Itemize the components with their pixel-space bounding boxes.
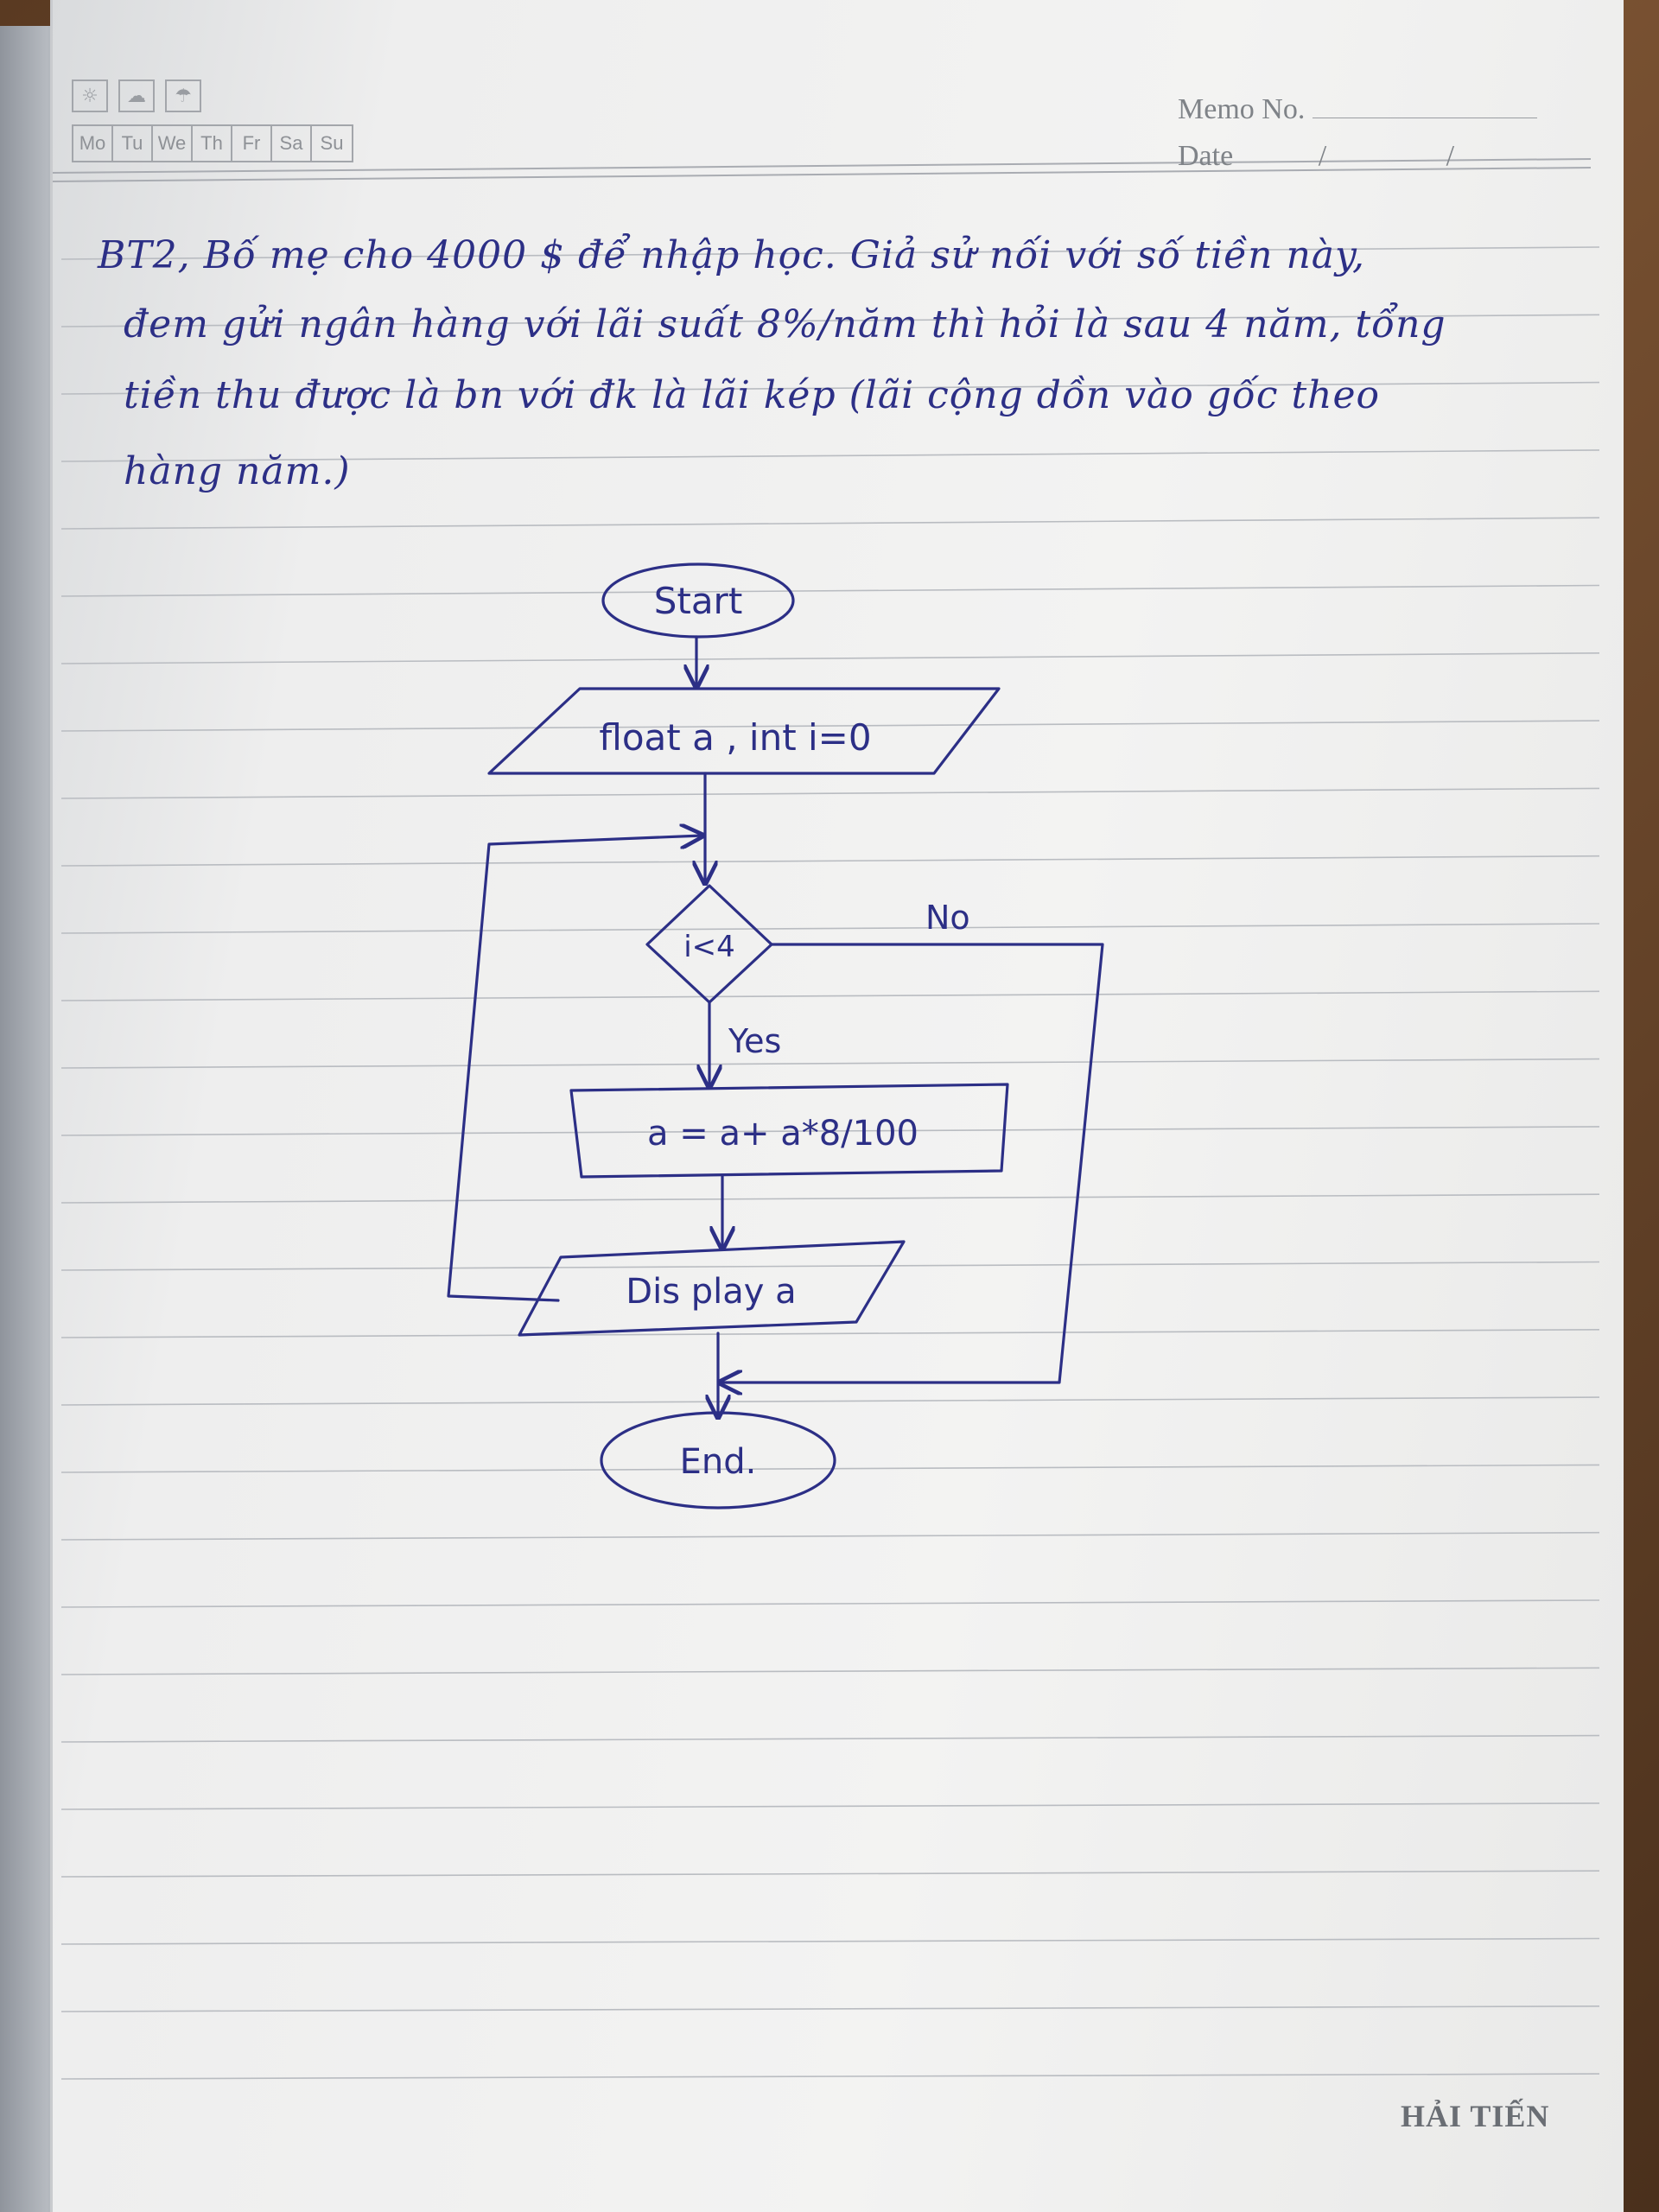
start-terminal [601,563,795,639]
output-parallelogram [518,1240,906,1337]
ruled-line [60,1937,1600,1945]
yes-label: Yes [728,1022,781,1060]
no-branch-arrow [720,943,1104,1382]
ruled-line [60,720,1600,732]
ruled-line [60,855,1600,867]
ruled-line [60,1870,1600,1878]
ruled-line [60,1464,1600,1473]
end-label: End. [680,1442,757,1482]
memo-label: Memo No. [1178,93,1306,125]
ruled-line [60,923,1600,934]
sun-icon: ☼ [72,79,108,112]
ruled-line [60,1396,1600,1406]
ruled-lines [53,158,1600,2080]
ruled-line [60,246,1600,260]
day-th: Th [193,126,232,161]
process-label: a = a+ a*8/100 [647,1114,918,1154]
ruled-line [60,517,1600,530]
process-rectangle [569,1083,1009,1179]
ruled-line [60,449,1600,462]
problem-line-1: BT2, Bố mẹ cho 4000 $ để nhập học. Giả s… [98,233,1366,277]
notebook-page: ☼ ☁ ☂ Mo Tu We Th Fr Sa Su Memo No. Date… [50,0,1624,2212]
loop-back-arrow [447,836,702,1302]
ruled-line [60,1329,1600,1338]
decision-label: i<4 [683,930,735,964]
ruled-line [60,1667,1600,1675]
ruled-line [60,1734,1600,1743]
notebook-brand: HẢI TIẾN [1401,2099,1550,2133]
day-we: We [153,126,193,161]
cloud-icon: ☁ [118,79,155,112]
input-parallelogram [487,687,1001,775]
day-mo: Mo [73,126,113,161]
ruled-line [60,2073,1600,2080]
ruled-line [60,652,1600,664]
ruled-line [60,1802,1600,1810]
date-slash-2: / [1446,140,1455,172]
ruled-line [60,1599,1600,1608]
start-label: Start [654,580,743,622]
day-fr: Fr [232,126,272,161]
ruled-line [60,1531,1600,1541]
ruled-line [60,584,1600,597]
ruled-line [60,2005,1600,2012]
ruled-line [60,1126,1600,1136]
memo-block: Memo No. Date / / [1178,86,1537,180]
umbrella-icon: ☂ [165,79,201,112]
weekday-box: ☼ ☁ ☂ Mo Tu We Th Fr Sa Su [72,79,353,162]
ruled-line [60,381,1600,395]
ruled-line [60,1058,1600,1069]
problem-line-2: đem gửi ngân hàng với lãi suất 8%/năm th… [124,302,1446,346]
flowchart: Start float a , int i=0 i<4 No Yes a = a… [447,563,1104,1510]
day-sa: Sa [272,126,312,161]
ruled-line [60,990,1600,1001]
input-label: float a , int i=0 [599,716,871,759]
date-label: Date [1178,140,1234,172]
end-terminal [600,1411,836,1510]
day-tu: Tu [113,126,153,161]
problem-line-3: tiền thu được là bn với đk là lãi kép (l… [124,373,1381,417]
ruled-line [60,787,1600,799]
date-slash-1: / [1318,140,1327,172]
no-label: No [925,899,970,937]
problem-line-4: hàng năm.) [124,449,351,493]
ruled-line [60,1193,1600,1204]
ruled-line [60,1261,1600,1271]
day-su: Su [320,132,344,154]
ruled-line [60,314,1600,327]
output-label: Dis play a [626,1272,796,1312]
